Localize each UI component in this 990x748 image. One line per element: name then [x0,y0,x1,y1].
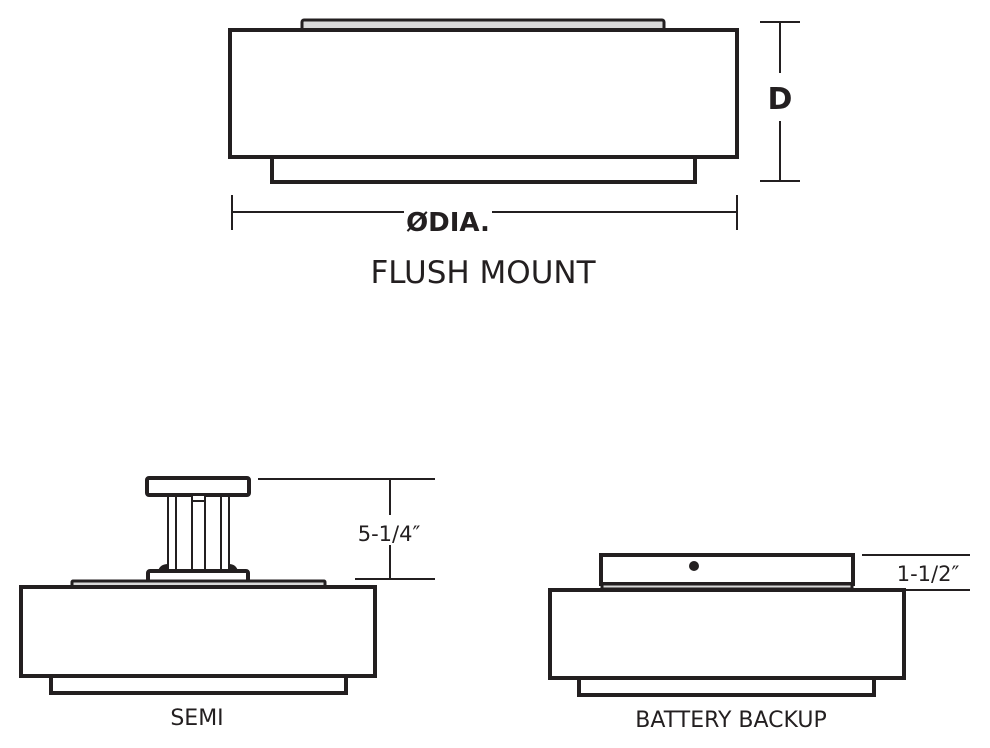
semi-canopy [145,476,251,497]
flush-mount-drawing: D ØDIA. FLUSH MOUNT [228,18,800,291]
diameter-label: ØDIA. [406,208,490,238]
semi-stem-height-label: 5-1/4″ [358,522,421,546]
battery-housing-height-label: 1-1/2″ [897,562,960,586]
battery-backup-drawing: 1-1/2″ BATTERY BACKUP [548,553,970,733]
battery-backup-title: BATTERY BACKUP [635,708,826,733]
flush-mount-title: FLUSH MOUNT [370,255,596,291]
battery-main-body [548,588,906,680]
semi-main-body [19,585,377,678]
semi-stem-rods [167,494,230,571]
semi-drawing: 5-1/4″ SEMI [19,476,435,731]
semi-diffuser [49,674,348,695]
semi-title: SEMI [170,706,223,731]
flush-diffuser [270,155,697,184]
battery-housing [599,553,855,586]
battery-diffuser [577,676,876,697]
depth-label: D [768,82,793,117]
battery-indicator-dot [689,561,699,571]
flush-main-body [228,28,739,159]
